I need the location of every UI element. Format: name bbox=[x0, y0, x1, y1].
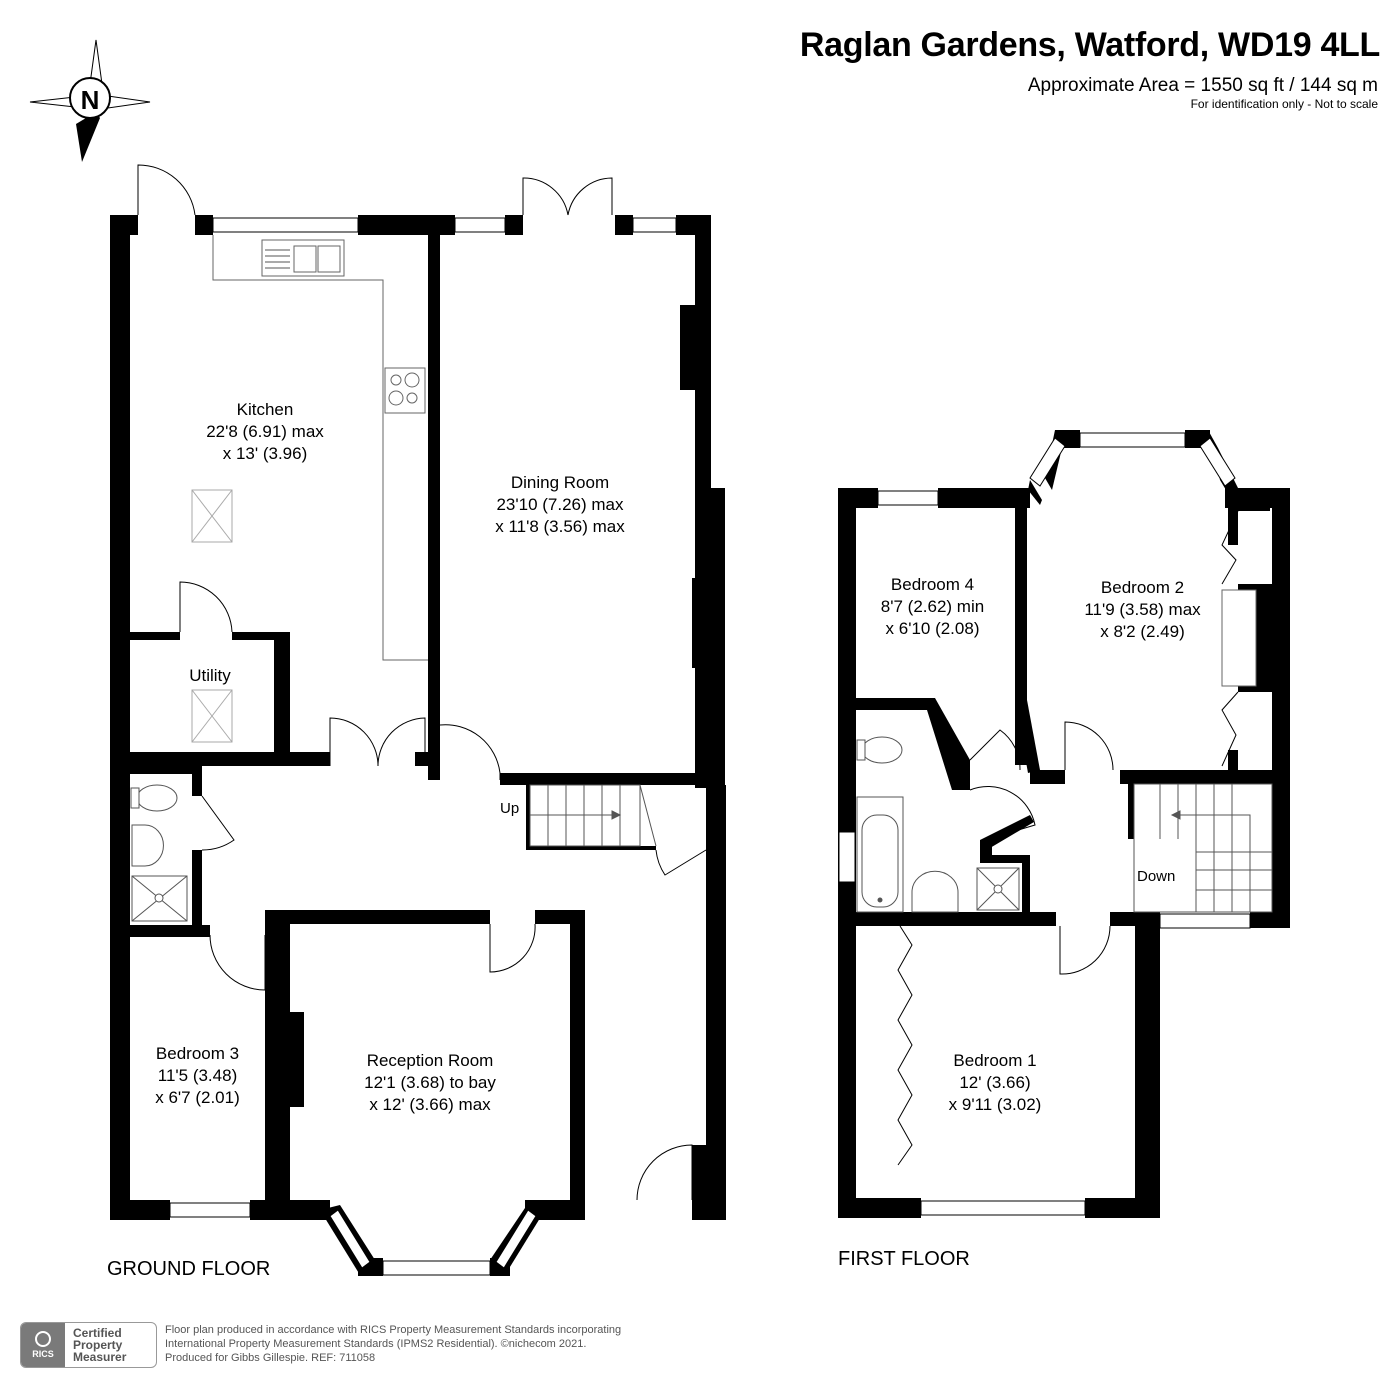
ground-floor-walls bbox=[110, 215, 726, 1276]
room-dining: Dining Room 23'10 (7.26) max x 11'8 (3.5… bbox=[460, 472, 660, 538]
stairs-up-label: Up bbox=[500, 800, 520, 817]
rics-certified-badge: RICS Certified Property Measurer bbox=[20, 1322, 157, 1368]
room-bedroom4-dim1: 8'7 (2.62) min bbox=[880, 597, 985, 616]
footer-line1: Floor plan produced in accordance with R… bbox=[165, 1324, 622, 1336]
room-bedroom4-dim2: x 6'10 (2.08) bbox=[885, 619, 980, 638]
room-dining-dim1: 23'10 (7.26) max bbox=[496, 495, 624, 514]
room-utility-name: Utility bbox=[189, 666, 231, 685]
scale-disclaimer: For identification only - Not to scale bbox=[1190, 97, 1378, 111]
rics-badge-text: Certified Property Measurer bbox=[73, 1327, 126, 1363]
footer-line2: International Property Measurement Stand… bbox=[165, 1338, 587, 1350]
room-bedroom2-name: Bedroom 2 bbox=[1100, 578, 1185, 597]
property-title: Raglan Gardens, Watford, WD19 4LL bbox=[799, 26, 1380, 64]
room-reception-dim1: 12'1 (3.68) to bay bbox=[364, 1073, 496, 1092]
room-bedroom1-dim2: x 9'11 (3.02) bbox=[948, 1095, 1042, 1114]
room-dining-dim2: x 11'8 (3.56) max bbox=[495, 517, 625, 536]
ground-wc-fixtures bbox=[130, 784, 188, 922]
first-floor-walls bbox=[838, 430, 1290, 1218]
room-kitchen-name: Kitchen bbox=[236, 400, 294, 419]
room-bedroom1: Bedroom 1 12' (3.66) x 9'11 (3.02) bbox=[920, 1050, 1070, 1116]
ground-floor-windows bbox=[169, 217, 677, 1276]
room-reception: Reception Room 12'1 (3.68) to bay x 12' … bbox=[320, 1050, 540, 1116]
first-bathroom-fixtures bbox=[856, 736, 1020, 913]
rics-logo-text: RICS bbox=[32, 1349, 54, 1359]
footer-notes: Floor plan produced in accordance with R… bbox=[165, 1323, 621, 1365]
room-bedroom2-dim2: x 8'2 (2.49) bbox=[1100, 622, 1185, 641]
room-bedroom3-name: Bedroom 3 bbox=[155, 1044, 240, 1063]
footer-line3: Produced for Gibbs Gillespie. REF: 71105… bbox=[165, 1352, 376, 1364]
first-floor-label: FIRST FLOOR bbox=[838, 1248, 970, 1270]
stairs-down-label: Down bbox=[1137, 868, 1176, 885]
room-bedroom2-dim1: 11'9 (3.58) max bbox=[1084, 600, 1201, 619]
room-kitchen: Kitchen 22'8 (6.91) max x 13' (3.96) bbox=[160, 399, 370, 465]
ground-floor-label: GROUND FLOOR bbox=[107, 1258, 271, 1280]
room-dining-name: Dining Room bbox=[510, 473, 610, 492]
ground-stairs-icon bbox=[529, 784, 657, 847]
compass-label: N bbox=[80, 85, 100, 115]
room-bedroom1-name: Bedroom 1 bbox=[953, 1051, 1037, 1070]
compass-north-icon bbox=[29, 39, 151, 162]
room-reception-name: Reception Room bbox=[366, 1051, 494, 1070]
room-bedroom2: Bedroom 2 11'9 (3.58) max x 8'2 (2.49) bbox=[1060, 577, 1225, 643]
room-bedroom4: Bedroom 4 8'7 (2.62) min x 6'10 (2.08) bbox=[860, 574, 1005, 640]
rics-logo-icon: RICS bbox=[21, 1323, 65, 1367]
rics-badge-line3: Measurer bbox=[73, 1350, 127, 1364]
kitchen-fixtures bbox=[191, 235, 428, 743]
room-kitchen-dim1: 22'8 (6.91) max bbox=[206, 422, 324, 441]
room-bedroom3: Bedroom 3 11'5 (3.48) x 6'7 (2.01) bbox=[130, 1043, 265, 1109]
approximate-area: Approximate Area = 1550 sq ft / 144 sq m bbox=[1027, 75, 1378, 96]
room-bedroom3-dim1: 11'5 (3.48) bbox=[157, 1066, 238, 1085]
ground-floor-doors bbox=[137, 164, 707, 1201]
first-floor-doors bbox=[897, 510, 1257, 1166]
first-stairs-icon bbox=[1133, 783, 1273, 913]
rics-badge-line1: Certified bbox=[73, 1326, 122, 1340]
room-utility: Utility bbox=[160, 665, 260, 687]
room-reception-dim2: x 12' (3.66) max bbox=[369, 1095, 491, 1114]
room-bedroom1-dim1: 12' (3.66) bbox=[959, 1073, 1031, 1092]
rics-badge-line2: Property bbox=[73, 1338, 123, 1352]
room-bedroom4-name: Bedroom 4 bbox=[890, 575, 975, 594]
first-floor-windows bbox=[838, 432, 1251, 1216]
room-kitchen-dim2: x 13' (3.96) bbox=[222, 444, 308, 463]
room-bedroom3-dim2: x 6'7 (2.01) bbox=[155, 1088, 240, 1107]
